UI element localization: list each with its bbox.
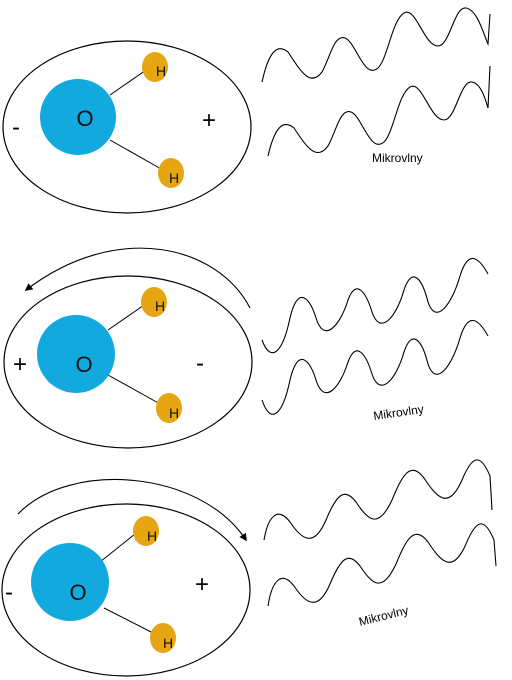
bond-o-h-lower (109, 139, 164, 171)
right-charge-sign: + (202, 107, 216, 134)
hydrogen-atom-lower (158, 158, 184, 188)
microwave-wave-upper (261, 7, 491, 83)
left-charge-sign: - (12, 114, 20, 141)
oxygen-atom (37, 315, 115, 393)
hydrogen-atom-upper (142, 52, 168, 82)
hydrogen-atom-upper (133, 516, 159, 546)
microwave-label: Mikrovlny (357, 603, 410, 629)
left-charge-sign: - (5, 579, 13, 606)
oxygen-atom (40, 79, 116, 155)
microwave-wave-upper (263, 459, 493, 541)
bond-o-h-lower (103, 607, 158, 636)
right-charge-sign: - (196, 350, 204, 377)
rotation-arrow-counterclockwise (24, 247, 251, 309)
oxygen-atom (31, 543, 109, 621)
hydrogen-atom-lower (156, 393, 182, 423)
bond-o-h-upper (109, 67, 150, 96)
right-charge-sign: + (195, 571, 209, 598)
hydrogen-label-lower: H (163, 635, 173, 651)
oxygen-label: O (76, 106, 93, 131)
panel-3: O H H - + Mikrovlny (1, 459, 497, 677)
left-charge-sign: + (13, 351, 27, 378)
hydrogen-label-lower: H (169, 405, 179, 421)
microwave-wave-lower (267, 65, 491, 157)
microwave-wave-lower (267, 523, 497, 607)
molecule-field-outline (3, 275, 253, 449)
panel-2: O H H + - Mikrovlny (3, 247, 489, 449)
molecule-field-outline (1, 503, 251, 677)
microwave-label: Mikrovlny (372, 151, 423, 165)
oxygen-label: O (69, 580, 86, 605)
hydrogen-atom-upper (141, 287, 167, 317)
hydrogen-label-upper: H (147, 528, 157, 544)
bond-o-h-lower (107, 374, 163, 406)
microwave-wave-lower (261, 319, 489, 415)
hydrogen-label-upper: H (155, 298, 165, 314)
hydrogen-atom-lower (150, 623, 176, 653)
hydrogen-label-upper: H (156, 63, 166, 79)
microwave-wave-upper (261, 257, 489, 354)
bond-o-h-upper (99, 529, 141, 563)
rotation-arrow-clockwise (17, 479, 247, 542)
panel-1: O H H - + Mikrovlny (2, 7, 491, 214)
hydrogen-label-lower: H (169, 170, 179, 186)
microwave-label: Mikrovlny (372, 402, 424, 423)
molecule-field-outline (2, 40, 252, 214)
oxygen-label: O (75, 352, 92, 377)
bond-o-h-upper (107, 302, 148, 331)
